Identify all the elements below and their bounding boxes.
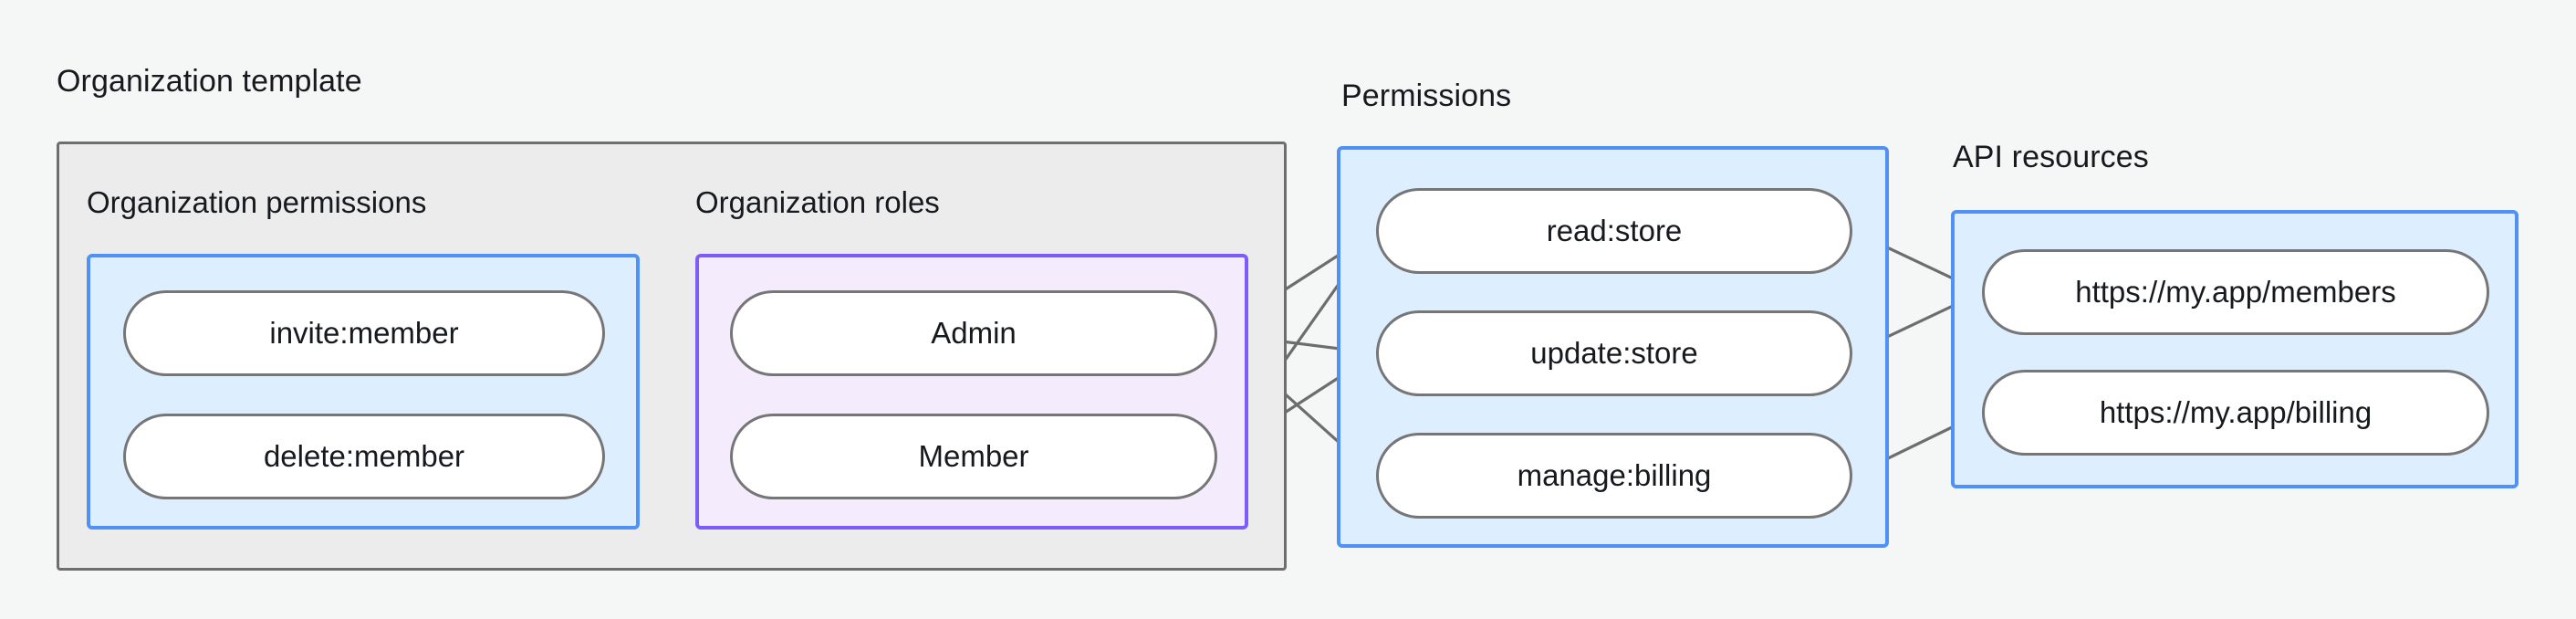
node-member-label: Member <box>918 439 1029 473</box>
node-delete-member[interactable]: delete:member <box>123 414 605 499</box>
api-resources-label: API resources <box>1953 140 2149 174</box>
node-billing-endpoint[interactable]: https://my.app/billing <box>1982 370 2489 456</box>
node-members-endpoint[interactable]: https://my.app/members <box>1982 249 2489 335</box>
node-read-store-label: read:store <box>1546 214 1683 247</box>
node-update-store-label: update:store <box>1530 336 1698 370</box>
permissions-label: Permissions <box>1341 79 1512 113</box>
node-read-store[interactable]: read:store <box>1376 188 1852 274</box>
node-invite-member[interactable]: invite:member <box>123 290 605 376</box>
node-billing-endpoint-label: https://my.app/billing <box>2099 395 2373 429</box>
node-invite-member-label: invite:member <box>269 316 459 350</box>
node-members-endpoint-label: https://my.app/members <box>2075 275 2396 309</box>
node-delete-member-label: delete:member <box>263 439 465 473</box>
organization-permissions-label: Organization permissions <box>87 185 427 219</box>
node-update-store[interactable]: update:store <box>1376 310 1852 396</box>
node-member[interactable]: Member <box>730 414 1217 499</box>
node-admin-label: Admin <box>931 316 1017 350</box>
organization-template-label: Organization template <box>57 64 362 99</box>
node-manage-billing[interactable]: manage:billing <box>1376 433 1852 519</box>
node-admin[interactable]: Admin <box>730 290 1217 376</box>
node-manage-billing-label: manage:billing <box>1517 458 1712 492</box>
organization-roles-label: Organization roles <box>695 185 940 219</box>
